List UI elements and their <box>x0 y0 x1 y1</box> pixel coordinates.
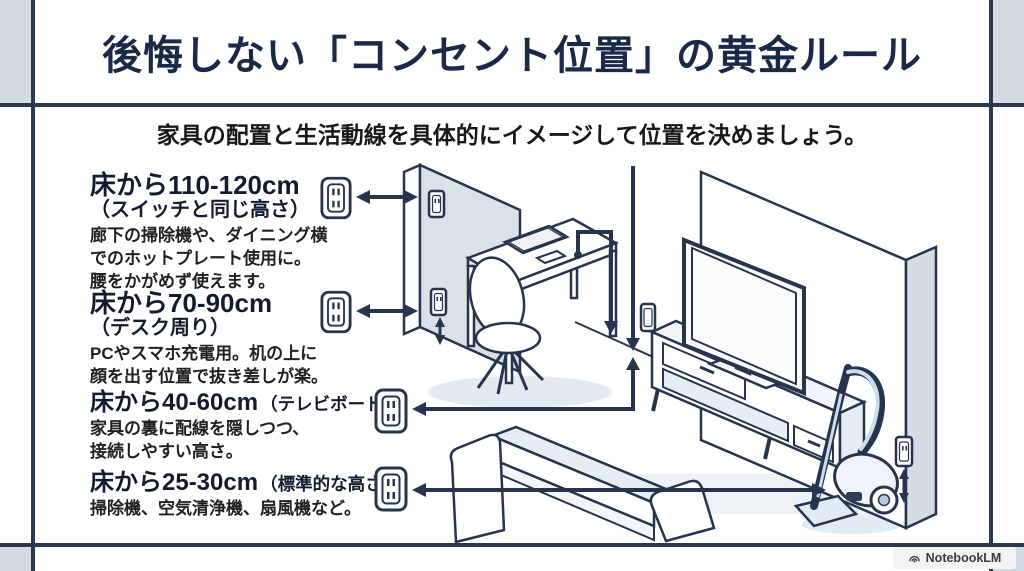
frame-line-top <box>0 103 1024 107</box>
laptop-lid-line <box>507 227 565 252</box>
rule-block-110-120cm: 床から110-120cm （スイッチと同じ高さ） 廊下の掃除機や、ダイニング横 … <box>90 170 328 294</box>
rule-description: 廊下の掃除機や、ダイニング横 でのホットプレート使用に。 腰をかがめず使えます。 <box>90 226 328 292</box>
outlet-icon <box>320 176 352 220</box>
desk-cable-grommet <box>574 251 582 259</box>
desk-dimension-line <box>576 230 618 334</box>
frame-line-right <box>989 0 993 571</box>
frame-line-bottom <box>0 543 1024 547</box>
outlet-icon <box>374 388 408 434</box>
tv-frame <box>682 237 806 396</box>
tv-board-open-shelf <box>662 367 789 443</box>
rule-arrows <box>356 190 826 497</box>
rule-label: （標準的な高さ） <box>260 474 401 494</box>
frame-line-left <box>31 0 35 571</box>
phone <box>534 249 568 265</box>
rule-description: 家具の裏に配線を隠しつつ、 接続しやすい高さ。 <box>90 419 310 462</box>
wall-outlet-floor-height <box>894 435 914 468</box>
rule-block-25-30cm: 床から25-30cm（標準的な高さ） 掃除機、空気清浄機、扇風機など。 <box>90 470 400 521</box>
rule-block-70-90cm: 床から70-90cm （デスク周り） PCやスマホ充電用。机の上に 顔を出す位置… <box>90 288 328 389</box>
watermark-badge: NotebookLM <box>893 547 1016 569</box>
rule-height: 床から70-90cm <box>90 288 273 318</box>
corner-cell-top-left <box>0 0 31 103</box>
corner-cell-bottom-left <box>0 547 31 571</box>
wall-outlet-desk-height <box>429 287 448 317</box>
rule-description: PCやスマホ充電用。机の上に 顔を出す位置で抜き差しが楽。 <box>90 344 328 387</box>
rule-description: 掃除機、空気清浄機、扇風機など。 <box>90 499 362 519</box>
wall-outlet-switch-height <box>427 189 446 219</box>
rule-label: （デスク周り） <box>90 317 230 340</box>
rule-height: 床から110-120cm <box>90 170 300 200</box>
tv-screen <box>691 246 797 386</box>
laptop <box>502 224 570 255</box>
rule-height: 床から25-30cm <box>90 469 259 496</box>
height-arrow-left-wall <box>435 317 445 345</box>
rule-label: （スイッチと同じ高さ） <box>90 199 310 222</box>
rule-block-40-60cm: 床から40-60cm（テレビボード用） 家具の裏に配線を隠しつつ、 接続しやすい… <box>90 390 418 464</box>
notebooklm-logo-icon <box>908 555 920 562</box>
outlet-icon <box>320 290 352 334</box>
ceiling-dimension-line <box>424 166 640 411</box>
outlet-icon <box>374 466 408 512</box>
rule-height: 床から40-60cm <box>90 389 259 416</box>
page-title: 後悔しない「コンセント位置」の黄金ルール <box>102 33 922 78</box>
vacuum-cleaner <box>793 364 899 528</box>
tv <box>682 237 806 396</box>
chair <box>468 256 545 395</box>
watermark-label: NotebookLM <box>925 551 1002 565</box>
height-arrow-right-wall <box>899 469 909 503</box>
sofa-arm-right <box>649 479 716 543</box>
wall-outlet-tv-height <box>639 302 657 333</box>
subtitle: 家具の配置と生活動線を具体的にイメージして位置を決めましょう。 <box>156 122 868 148</box>
sofa <box>449 425 716 544</box>
title-bar: 後悔しない「コンセント位置」の黄金ルール <box>35 0 989 103</box>
corner-cell-top-right <box>993 0 1024 103</box>
